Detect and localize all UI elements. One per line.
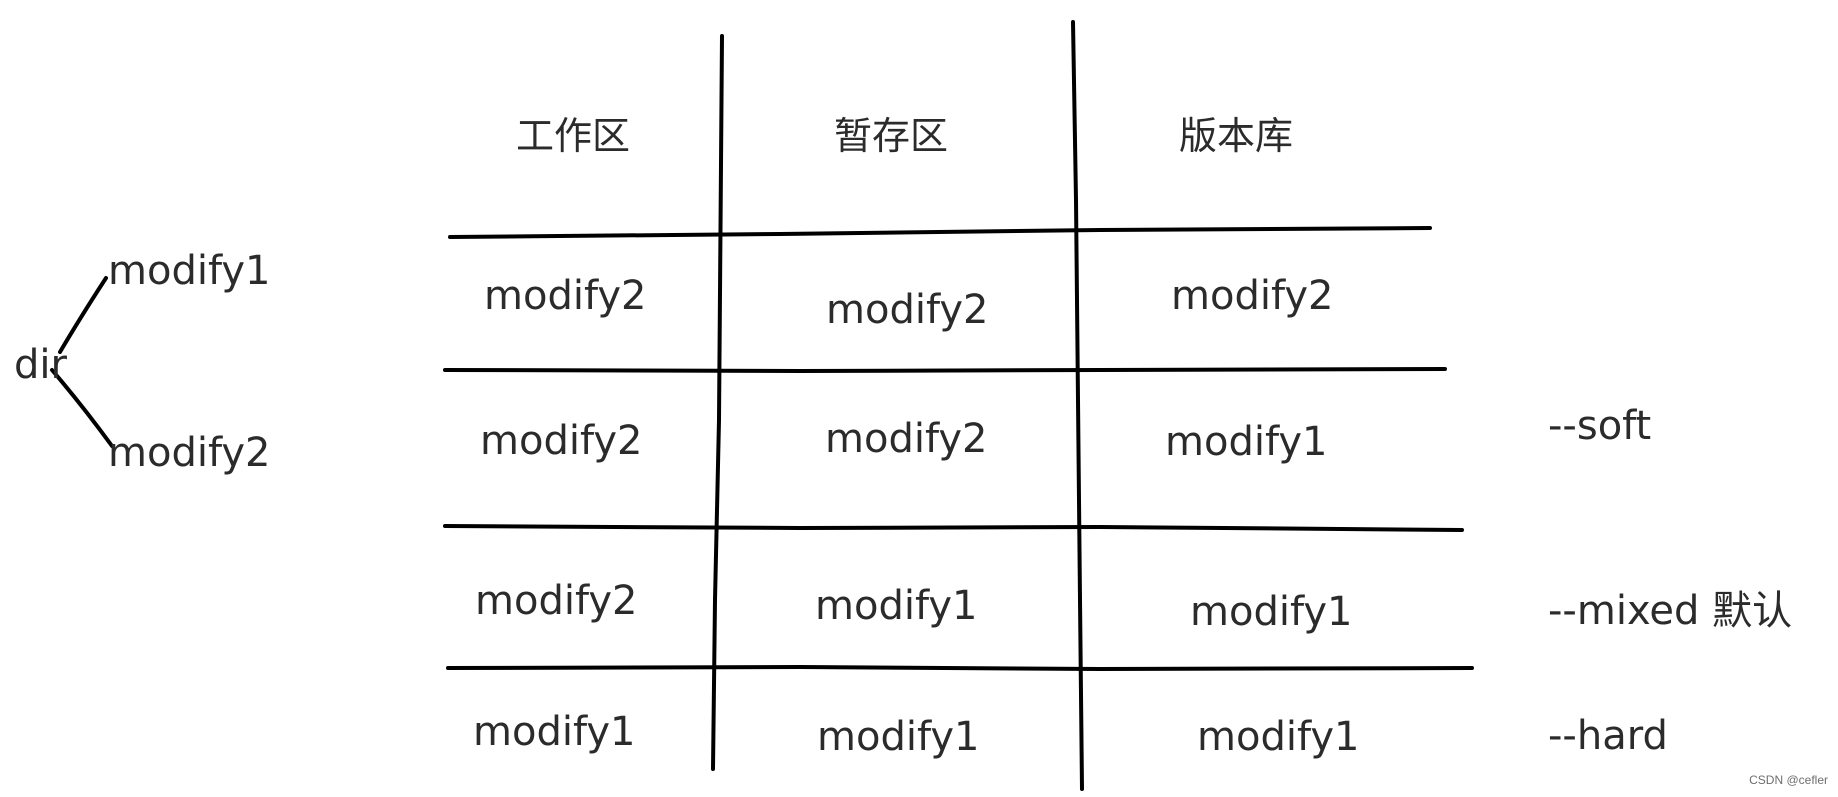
- table-vline-2: [1071, 20, 1084, 791]
- table-hline-4: [446, 664, 1474, 672]
- table-hline-3: [443, 524, 1464, 532]
- tree-child-label: modify2: [108, 430, 271, 476]
- table-cell: modify1: [1190, 589, 1353, 635]
- reset-flag-label: --hard: [1548, 713, 1668, 759]
- table-cell: modify2: [1171, 273, 1334, 319]
- header-repository: 版本库: [1179, 114, 1294, 158]
- tree-child-label: modify1: [108, 248, 271, 294]
- table-cell: modify2: [825, 416, 988, 462]
- table-hline-2: [443, 367, 1447, 374]
- watermark: CSDN @cefler: [1749, 773, 1828, 787]
- table-cell: modify1: [473, 709, 636, 755]
- header-staging-area: 暂存区: [834, 114, 949, 158]
- reset-flag-label: --mixed 默认: [1548, 588, 1793, 634]
- table-hline-1: [448, 226, 1432, 239]
- table-cell: modify2: [480, 418, 643, 464]
- table-cell: modify1: [817, 714, 980, 760]
- table-cell: modify2: [826, 287, 989, 333]
- tree-branch-lower: [50, 368, 114, 448]
- table-cell: modify1: [1197, 714, 1360, 760]
- table-cell: modify1: [815, 583, 978, 629]
- table-vline-1: [711, 34, 724, 771]
- tree-branch-upper: [58, 276, 108, 354]
- table-cell: modify2: [475, 578, 638, 624]
- table-cell: modify1: [1165, 419, 1328, 465]
- tree-root-label: dir: [14, 342, 67, 388]
- header-working-area: 工作区: [516, 114, 631, 158]
- reset-flag-label: --soft: [1548, 403, 1652, 449]
- table-cell: modify2: [484, 273, 647, 319]
